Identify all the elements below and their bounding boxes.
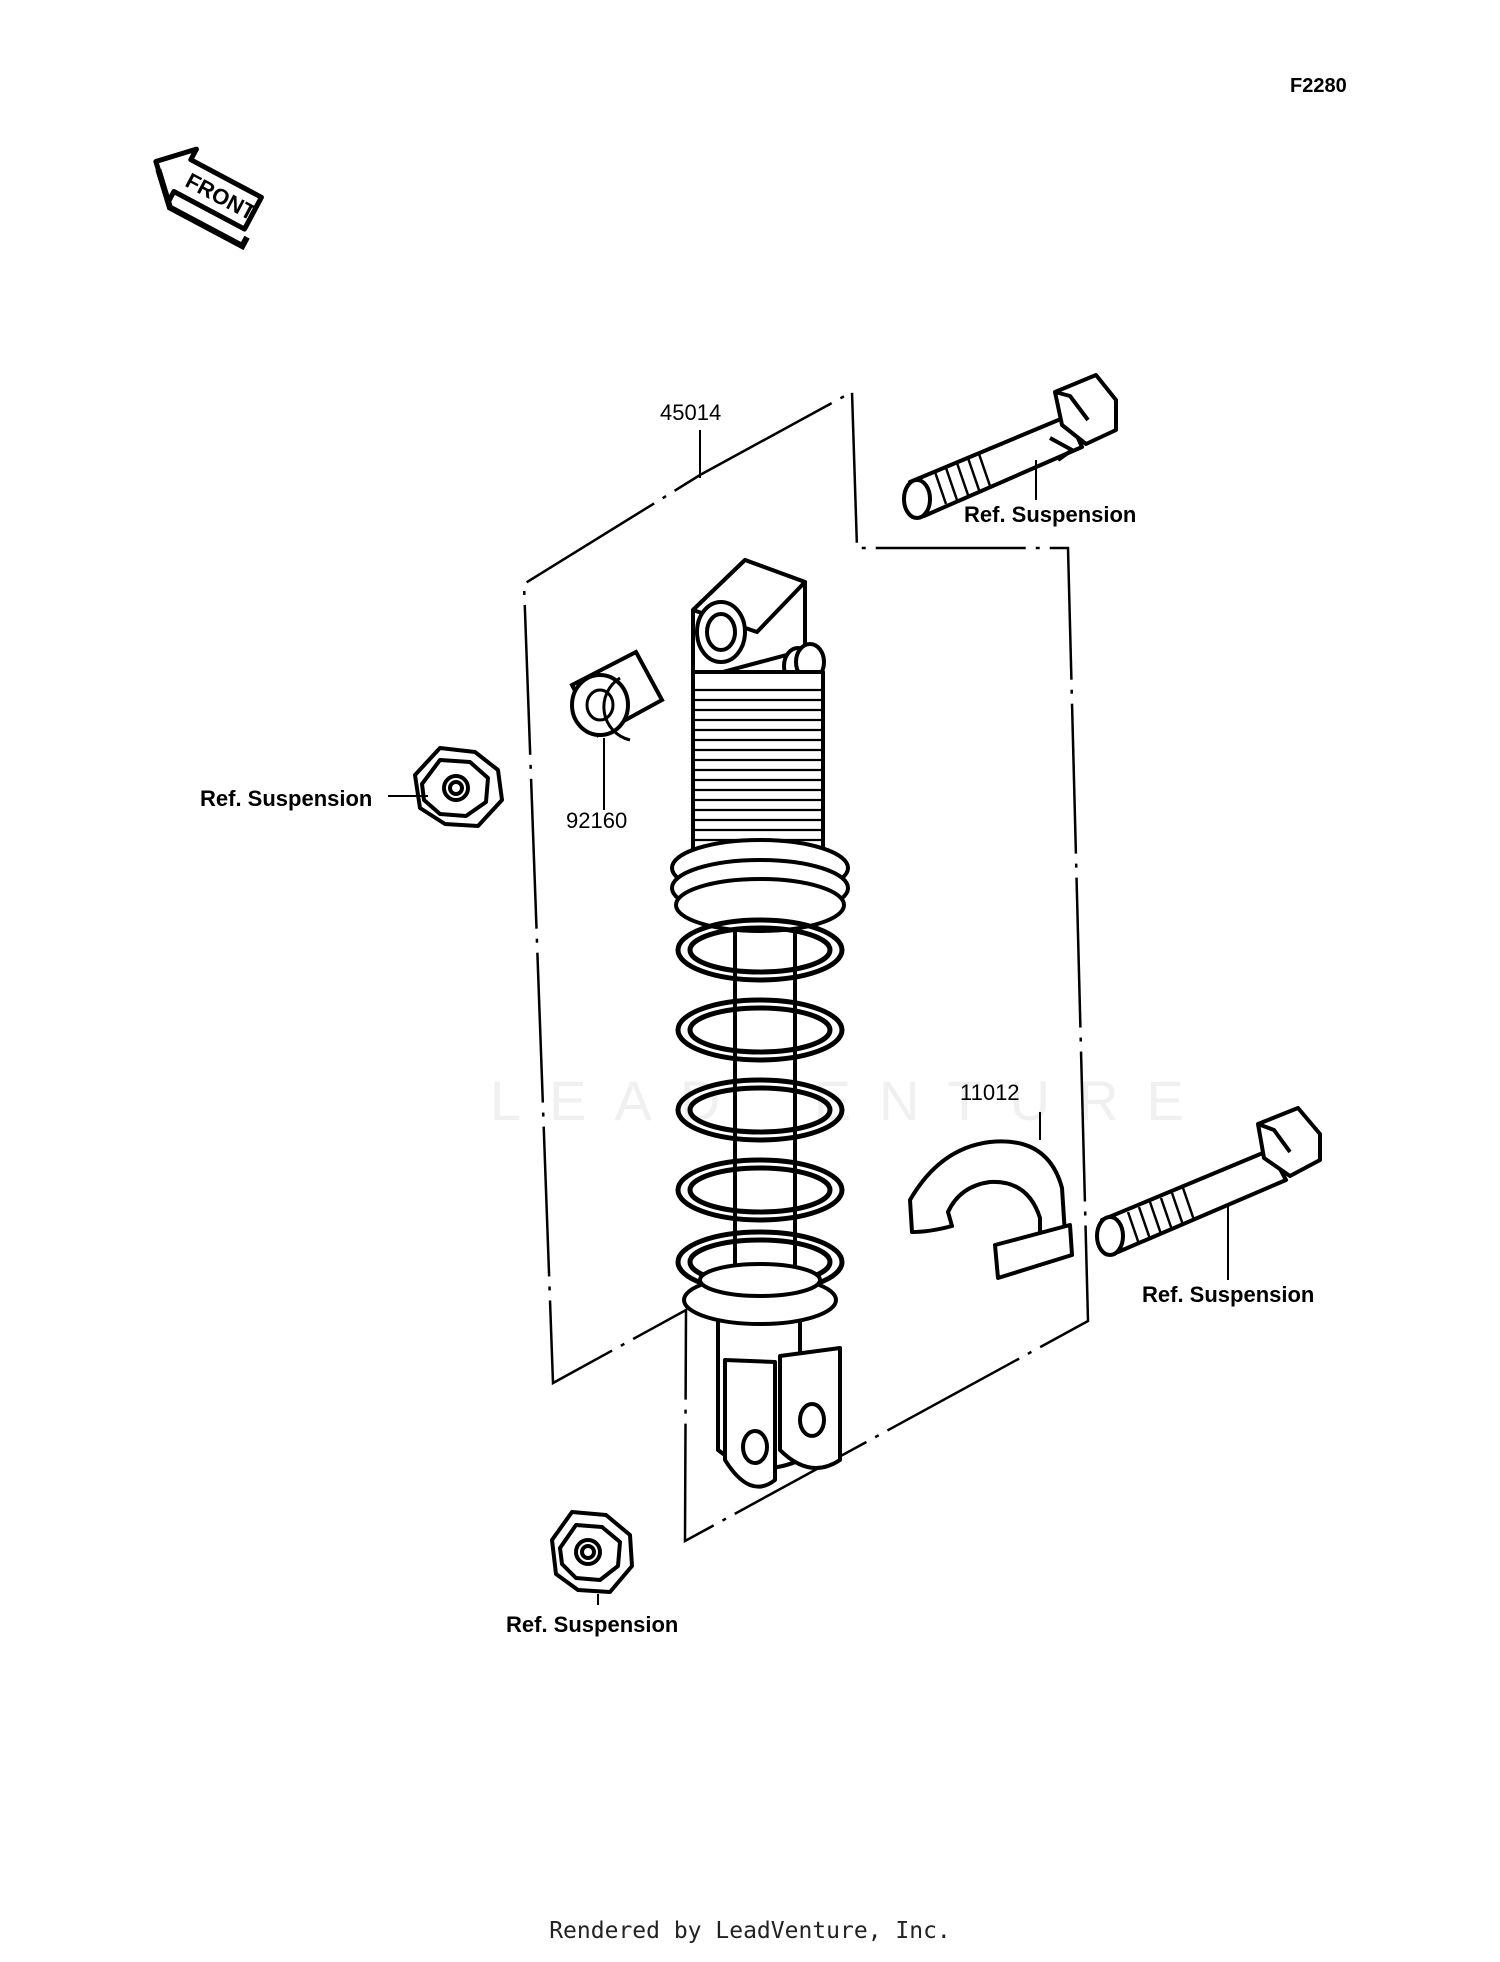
collar-92160 [569,649,665,742]
lower-nut [550,1510,634,1594]
spring-seat [670,838,850,933]
clip-11012 [908,1139,1074,1280]
front-arrow-icon: FRONT [153,146,264,251]
ref-upper-bolt: Ref. Suspension [964,502,1136,527]
upper-nut [413,746,504,828]
lower-spring-seat [682,1262,838,1326]
lower-bolt-threads [1126,1187,1196,1245]
footer-credit: Rendered by LeadVenture, Inc. [549,1918,951,1944]
coil-spring [675,917,845,1295]
body-threads [695,688,821,842]
drawing-code: F2280 [1290,75,1347,97]
part-number-92160: 92160 [566,808,627,833]
ref-upper-nut: Ref. Suspension [200,786,372,811]
assembly-outline [522,389,1090,1544]
ref-lower-nut: Ref. Suspension [506,1612,678,1637]
upper-bolt [902,373,1118,520]
lower-bolt [1095,1106,1322,1257]
ref-lower-bolt: Ref. Suspension [1142,1282,1314,1307]
upper-bolt-threads [933,453,992,505]
part-number-11012: 11012 [960,1080,1020,1105]
watermark-text: LEADVENTURE [490,1069,1212,1132]
part-number-45014: 45014 [660,400,721,425]
